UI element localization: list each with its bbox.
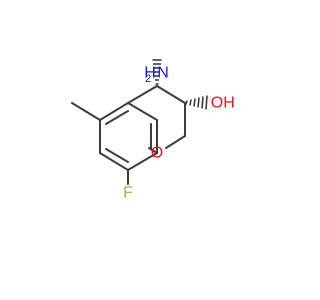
stereo-hash-amine — [152, 59, 162, 85]
fluorine-label: F — [123, 185, 133, 202]
structure-canvas: H N 2 O H O F — [71, 59, 235, 202]
aromatic-double-c6-c7 — [105, 148, 129, 163]
bond-o1-c8a — [148, 147, 158, 154]
bond-c4a-c5 — [99, 102, 129, 121]
bond-c4a-c4 — [127, 85, 158, 104]
aromatic-double-c4a-c5 — [105, 110, 129, 125]
bond-c7-c8 — [127, 152, 158, 171]
amine-h-count-label: 2 — [145, 73, 151, 85]
molecule-structure: H N 2 O H O F — [71, 59, 235, 202]
hydroxyl-hydrogen-label: H — [223, 95, 235, 112]
ring-oxygen-label: O — [151, 145, 163, 162]
amine-hydrogen-label: H — [144, 65, 156, 82]
amine-nitrogen-label: N — [157, 65, 169, 82]
bond-c6-c7 — [99, 152, 129, 171]
bond-methyl — [71, 102, 101, 121]
bond-c2-o1 — [165, 135, 186, 149]
bond-c4-c3 — [156, 85, 186, 104]
bond-c8a-c4a — [127, 102, 158, 121]
stereo-hash-hydroxyl — [185, 95, 208, 110]
hydroxyl-oxygen-label: O — [211, 95, 223, 112]
